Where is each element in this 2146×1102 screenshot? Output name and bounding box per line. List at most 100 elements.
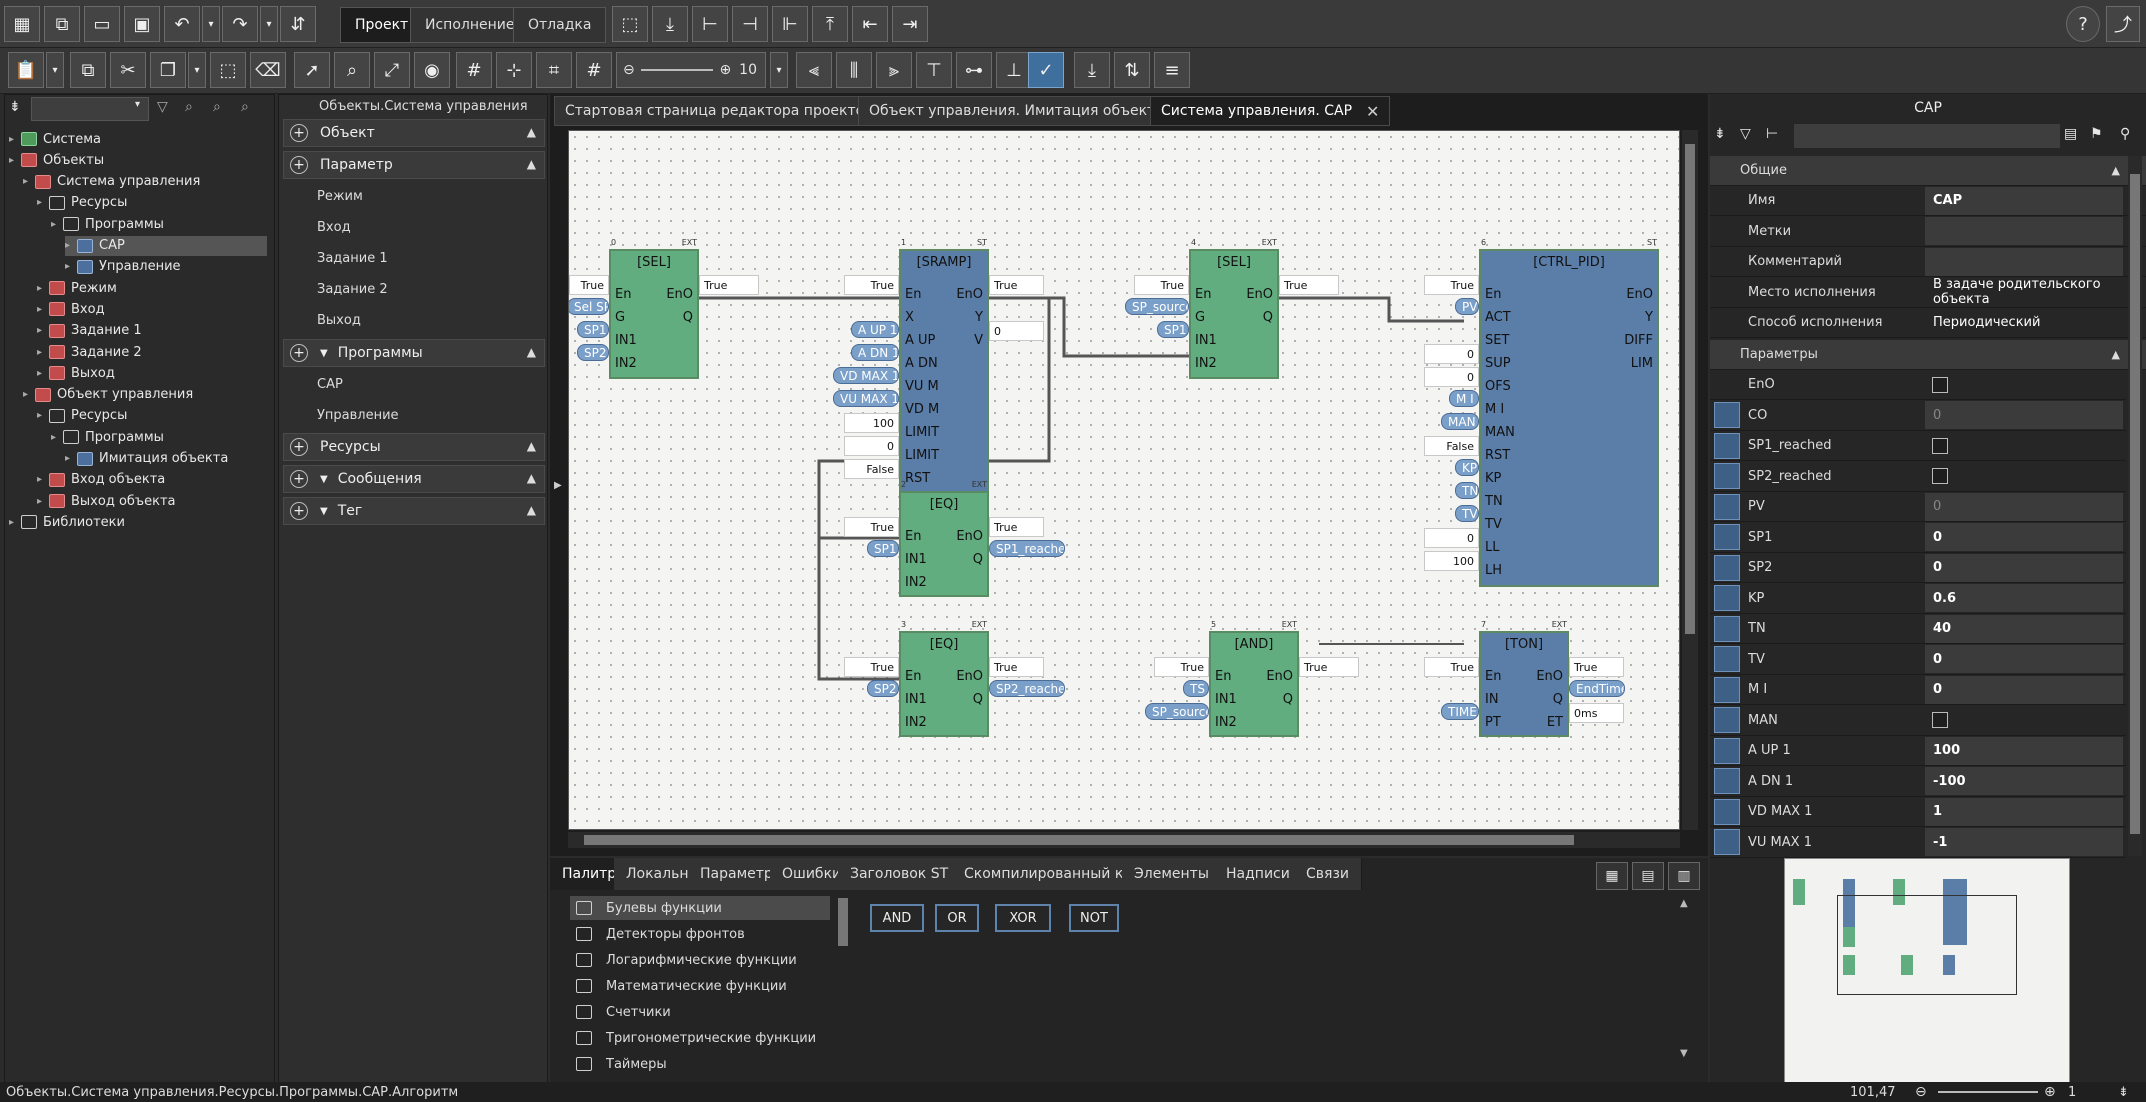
clipboard-icon[interactable]: 📋 (8, 52, 44, 88)
connect-icon[interactable]: ⤢ (374, 52, 410, 88)
tab-project[interactable]: Проект (340, 7, 424, 43)
palette-scrollbar-thumb[interactable] (838, 898, 848, 946)
pin-lim[interactable]: LIM (1630, 356, 1653, 371)
pin-limit-lo[interactable]: LIMIT (905, 448, 940, 463)
pin-in1[interactable]: IN1 (1195, 333, 1217, 348)
function-button[interactable]: AND (870, 904, 924, 932)
vertical-scrollbar[interactable] (1682, 130, 1698, 830)
property-value[interactable] (1925, 247, 2123, 276)
left-panel-toggle-icon[interactable]: ▶ (554, 480, 562, 491)
section-resources[interactable]: +Ресурсы▲ (283, 433, 545, 461)
pin-lh[interactable]: LH (1485, 563, 1503, 578)
delete-icon[interactable]: ⌫ (250, 52, 286, 88)
pin-rst[interactable]: RST (1485, 448, 1511, 463)
variable-tag[interactable]: SP2_reachec (989, 680, 1065, 697)
pin-tn[interactable]: TN (1485, 494, 1503, 509)
expand-icon[interactable]: ▸ (51, 218, 57, 230)
add-icon[interactable]: + (290, 470, 308, 488)
view-columns-icon[interactable]: ▥ (1668, 862, 1700, 890)
align-left-icon[interactable]: ⫷ (796, 52, 832, 88)
const-value[interactable]: False (1424, 436, 1479, 456)
pin-q[interactable]: Q (682, 310, 693, 325)
sort-icon[interactable]: ⇟ (1714, 126, 1726, 142)
add-icon[interactable]: + (290, 344, 308, 362)
function-button[interactable]: OR (935, 904, 979, 932)
zoom-out-icon[interactable]: ⊖ (1915, 1084, 1927, 1100)
parameter-row[interactable]: SP2_reached (1710, 462, 2126, 492)
parameter-value[interactable]: 40 (1925, 614, 2123, 643)
const-value[interactable]: True (1299, 657, 1359, 677)
pin-v[interactable]: V (974, 333, 983, 348)
select-area-icon[interactable]: ⬚ (210, 52, 246, 88)
check-order-icon[interactable]: ✓ (1028, 52, 1064, 88)
function-button[interactable]: NOT (1069, 904, 1119, 932)
expand-icon[interactable]: ▸ (9, 133, 15, 145)
pin-vum[interactable]: VU M (905, 379, 939, 394)
parameter-row[interactable]: MAN (1710, 706, 2126, 736)
tree-item[interactable]: ▸Выход объекта (37, 491, 267, 511)
variable-tag[interactable]: TIME (1441, 703, 1479, 720)
expand-icon[interactable]: ▸ (65, 453, 71, 464)
param-item-input[interactable]: Вход (317, 220, 351, 235)
align-right-icon[interactable]: ⫸ (876, 52, 912, 88)
tab-execution[interactable]: Исполнение (410, 7, 530, 43)
grid-align-icon[interactable]: ⌗ (536, 52, 572, 88)
pin-diff[interactable]: DIFF (1624, 333, 1653, 348)
paste-dropdown-icon[interactable]: ▾ (46, 52, 64, 88)
collapse-arrow-icon[interactable]: ▼ (320, 347, 328, 359)
pin-adn[interactable]: A DN (905, 356, 938, 371)
collapse-icon[interactable]: ▲ (526, 471, 536, 485)
minimap[interactable] (1784, 858, 2070, 1084)
duplicate-dropdown-icon[interactable]: ▾ (188, 52, 206, 88)
section-tag[interactable]: +▼Тег▲ (283, 497, 545, 525)
cursor-help-icon[interactable]: ⤴ (2106, 6, 2140, 42)
variable-tag[interactable]: TS (1183, 680, 1209, 697)
add-icon[interactable]: + (290, 502, 308, 520)
scroll-down-icon[interactable]: ▼ (1680, 1048, 1688, 1059)
grid-icon[interactable]: # (456, 52, 492, 88)
move-down-icon[interactable]: ⤓ (1074, 52, 1110, 88)
filter-icon[interactable]: ▽ (1740, 126, 1751, 142)
collapse-icon[interactable]: ▲ (526, 439, 536, 453)
tree-item[interactable]: ▸Имитация объекта (65, 449, 267, 469)
bottom-tab[interactable]: Скомпилированный код (952, 858, 1155, 890)
collapse-arrow-icon[interactable]: ▼ (320, 473, 328, 485)
properties-search-input[interactable] (1794, 124, 2060, 148)
pin-q[interactable]: Q (972, 552, 983, 567)
function-button[interactable]: XOR (995, 904, 1051, 932)
collapse-icon[interactable]: ▲ (526, 125, 536, 139)
variable-tag[interactable]: SP1 (1157, 321, 1189, 338)
bottom-tab[interactable]: Связи (1294, 858, 1362, 890)
parameter-checkbox[interactable] (1932, 437, 1948, 454)
parameter-value[interactable]: 0 (1925, 401, 2123, 429)
expand-icon[interactable]: ▸ (23, 176, 29, 188)
scrollbar-thumb[interactable] (2130, 174, 2140, 834)
bottom-tab[interactable]: Элементы (1122, 858, 1222, 890)
variable-tag[interactable]: TV (1455, 505, 1479, 522)
pin-eno[interactable]: EnO (956, 529, 983, 544)
tree-item[interactable]: ▸Режим (37, 278, 267, 298)
expand-icon[interactable]: ▸ (37, 495, 43, 507)
const-value[interactable]: True (844, 657, 899, 677)
tree-item[interactable]: ▸Задание 2 (37, 342, 267, 362)
tree-branch-icon[interactable]: ⊢ (692, 6, 728, 42)
zoom-slider[interactable]: ⊖ ⊕ 10 (616, 52, 766, 88)
variable-tag[interactable]: A UP 1 (851, 321, 899, 338)
align-center-icon[interactable]: ⫼ (836, 52, 872, 88)
const-value[interactable]: 0 (844, 436, 899, 456)
function-block-ctrl-pid[interactable]: 6 ST [CTRL_PID] En EnO ACT Y SET DIFF SU… (1479, 238, 1659, 587)
variable-tag[interactable]: PV (1455, 298, 1479, 315)
property-value[interactable]: В задаче родительского объекта (1933, 277, 2101, 307)
section-general[interactable]: Общие ▲ (1710, 156, 2146, 186)
expand-icon[interactable]: ▸ (9, 154, 15, 166)
expand-icon[interactable]: ▸ (23, 389, 29, 401)
grid-snap-icon[interactable]: ⊹ (496, 52, 532, 88)
tree-search-dropdown-icon[interactable]: ▾ (135, 99, 141, 110)
